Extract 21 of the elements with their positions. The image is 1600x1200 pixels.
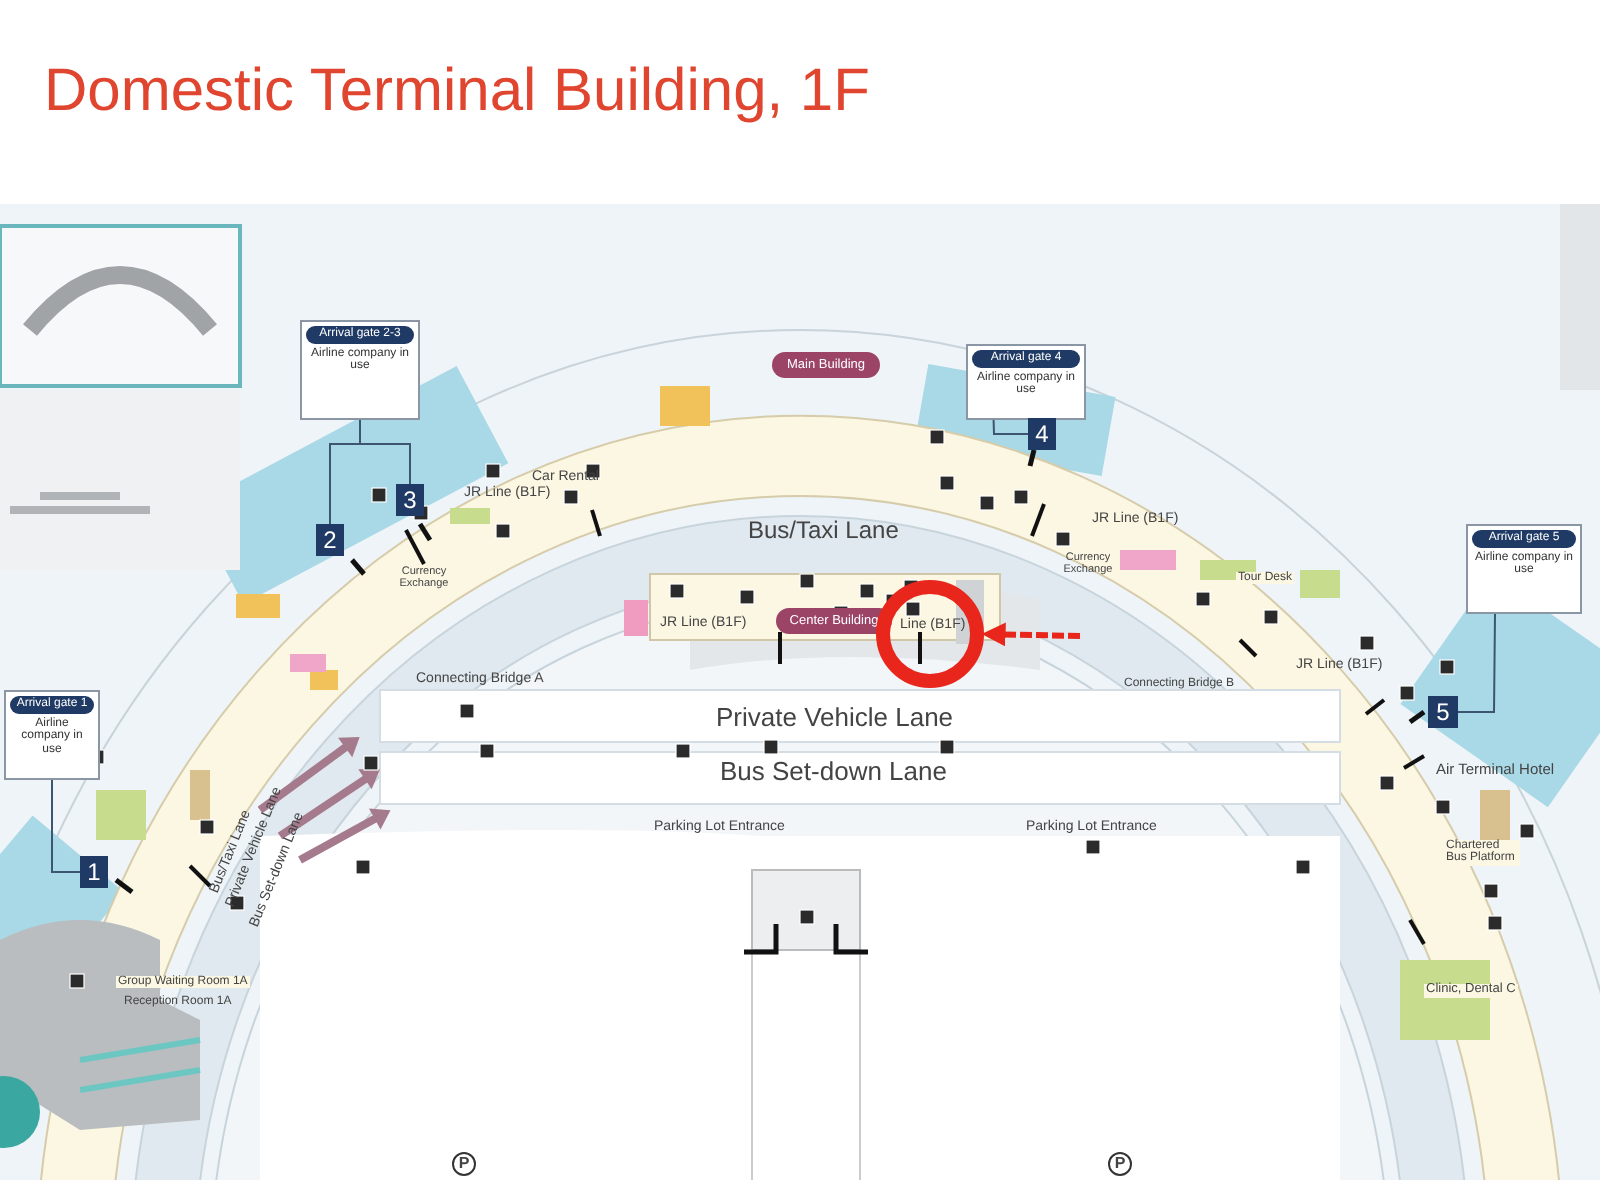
highlight-circle [876, 580, 984, 688]
leader-line [359, 419, 411, 485]
leader-line [1457, 613, 1496, 713]
leader-line [51, 779, 81, 873]
page-title: Domestic Terminal Building, 1F [44, 60, 870, 123]
gate-number: 4 [1028, 418, 1056, 450]
gate-number: 1 [80, 856, 108, 888]
pointer-arrow [981, 622, 1081, 647]
parking-symbol: P [1108, 1152, 1132, 1176]
gate-info-panel [966, 344, 1086, 420]
gate-info-panel [1466, 524, 1582, 614]
leader-line [992, 419, 1029, 435]
gate-number: 5 [1428, 696, 1458, 728]
lane-label: Bus/Taxi Lane [748, 518, 899, 544]
gate-info-panel [4, 690, 100, 780]
lane-label: Private Vehicle Lane [716, 704, 954, 732]
lane-label: Bus Set-down Lane [720, 758, 947, 786]
gate-info-panel [300, 320, 420, 420]
gate-number: 2 [316, 524, 344, 556]
parking-symbol: P [452, 1152, 476, 1176]
gate-number: 3 [396, 484, 424, 516]
